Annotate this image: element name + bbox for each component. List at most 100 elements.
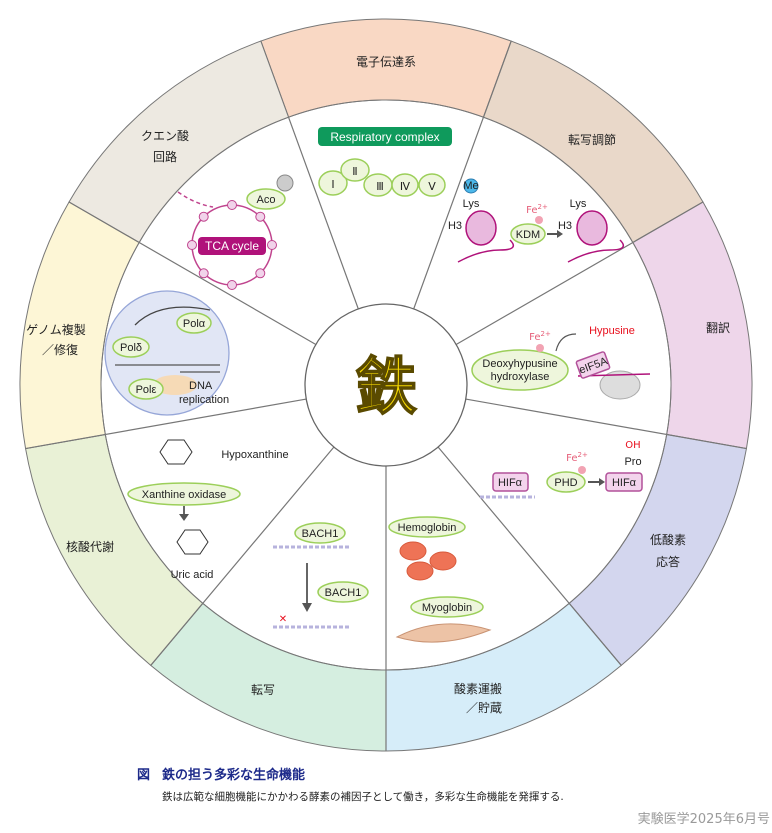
block-x-icon: ✕: [279, 614, 287, 625]
eif5a-box: [575, 351, 611, 379]
source-credit: 実験医学2025年6月号: [638, 811, 770, 827]
dna-label: DNA: [189, 380, 213, 392]
hemoglobin-label: Hemoglobin: [398, 522, 457, 534]
red-blood-cell: [429, 551, 457, 571]
center-iron-label: 鉄: [355, 350, 417, 423]
tca-panel: TCA cycle Aco: [177, 174, 294, 290]
pol-alpha-label: Polα: [183, 318, 206, 330]
hif-label-1: HIFα: [498, 477, 523, 489]
phd-enzyme: [546, 471, 586, 493]
hypusine-panel: Deoxyhypusine hydroxylase Fe2+ Hypusine …: [471, 325, 651, 400]
arrowhead-icon: [302, 603, 312, 612]
label-electron-transport: 電子伝達系: [356, 55, 416, 69]
xanthine-oxidase-label: Xanthine oxidase: [142, 489, 226, 501]
complex-1: [318, 170, 348, 196]
bach1-badge-2: [317, 581, 369, 603]
muscle-fiber-icon: [395, 623, 492, 643]
tca-nodes: [187, 200, 277, 290]
sector-divider: [455, 201, 704, 346]
iron-sulfur-cluster-icon: [276, 174, 294, 192]
complex-4-label: Ⅳ: [400, 181, 411, 193]
label-tca-1: クエン酸: [141, 128, 189, 143]
sector-divider: [437, 446, 622, 666]
tca-intermediate-node: [187, 240, 197, 250]
figure-title: 鉄の担う多彩な生命機能: [162, 767, 305, 783]
phd-label: PHD: [554, 477, 577, 489]
red-blood-cell: [406, 561, 434, 581]
lys-label-1: Lys: [463, 198, 480, 210]
sector-divider: [465, 398, 747, 450]
label-oxygen-1: 酸素運搬: [454, 681, 502, 696]
complex-5: [418, 173, 446, 197]
hif-panel: HIFα PHD Fe2+ HIFα Pro OH: [480, 440, 643, 499]
tca-badge: [198, 237, 266, 255]
uric-acid-label: Uric acid: [171, 569, 214, 581]
methyl-icon: [463, 178, 479, 194]
bach1-panel: BACH1 BACH1 ✕: [273, 522, 369, 629]
label-hypoxia-1: 低酸素: [650, 532, 686, 547]
figure-caption: 図 鉄の担う多彩な生命機能 鉄は広範な細胞機能にかかわる酵素の補因子として働き，…: [137, 767, 770, 827]
kdm-enzyme: [510, 223, 546, 245]
tca-dashed-path: [177, 191, 214, 208]
complex-2: [340, 158, 370, 182]
dna-strand-1: [457, 239, 515, 263]
arrowhead-icon: [557, 230, 563, 238]
aco-label: Aco: [257, 194, 276, 206]
sector-divider: [413, 40, 512, 310]
kdm-label: KDM: [516, 229, 540, 241]
arrowhead-icon: [599, 478, 605, 486]
hif-box-1: [492, 472, 529, 492]
respiratory-complex-badge: [318, 127, 452, 146]
pol-delta-badge: [112, 336, 150, 358]
xanthine-oxidase-badge: [127, 482, 241, 506]
arrowhead-icon: [179, 514, 189, 521]
complex-5-label: Ⅴ: [428, 181, 436, 193]
label-transcription-regulation: 転写調節: [568, 132, 616, 147]
sector-band: [632, 201, 753, 450]
dohh-enzyme: [471, 349, 569, 391]
label-nucleic-acid: 核酸代謝: [66, 539, 114, 554]
sector-divider: [150, 446, 335, 666]
tca-intermediate-node: [255, 268, 266, 279]
dna-template-strand: [115, 364, 220, 373]
label-oxygen-2: ／貯蔵: [466, 701, 502, 715]
complex-4: [391, 173, 419, 197]
pol-epsilon-body: [153, 375, 197, 395]
dna-replication-panel: Polα Polδ Polε DNA replication: [104, 290, 230, 416]
fe-dot-icon: [578, 466, 586, 474]
complex-2-label: Ⅱ: [352, 166, 357, 178]
nucleosome-icon-2: [576, 210, 608, 246]
pol-delta-label: Polδ: [120, 342, 142, 354]
hypoxanthine-structure: [159, 439, 193, 465]
hypusine-label: Hypusine: [589, 325, 635, 337]
dohh-label-2: hydroxylase: [491, 371, 550, 383]
sector-band: [385, 602, 622, 752]
tca-intermediate-node: [267, 240, 277, 250]
respiratory-complex-panel: Respiratory complex Ⅰ Ⅱ Ⅲ Ⅳ Ⅴ: [318, 127, 452, 197]
hif-label-2: HIFα: [612, 477, 637, 489]
label-genome-2: ／修復: [42, 342, 78, 357]
sector-divider: [68, 201, 317, 346]
purine-metabolism-panel: Hypoxanthine Xanthine oxidase Uric acid: [127, 439, 289, 581]
tca-intermediate-node: [198, 211, 209, 222]
nucleosome-icon-1: [465, 210, 497, 246]
respiratory-complex-text: Respiratory complex: [330, 130, 439, 144]
pol-alpha-badge: [176, 312, 212, 334]
center-circle: [304, 303, 468, 467]
pol-epsilon-badge: [128, 378, 164, 400]
hypoxanthine-label: Hypoxanthine: [221, 449, 288, 461]
h3-label-2: H3: [558, 220, 572, 232]
tca-intermediate-node: [227, 200, 237, 210]
label-tca-2: 回路: [153, 149, 177, 164]
dohh-label-1: Deoxyhypusine: [482, 358, 557, 370]
myoglobin-label: Myoglobin: [422, 602, 472, 614]
bach1-badge-1: [294, 522, 346, 544]
fe-label-3: Fe2+: [566, 451, 588, 464]
uric-acid-structure: [176, 529, 209, 555]
fe-label-2: Fe2+: [529, 330, 551, 343]
tca-badge-text: TCA cycle: [205, 239, 259, 253]
myoglobin-badge: [410, 596, 484, 618]
hif-box-2: [605, 472, 643, 492]
inner-ring-border: [100, 99, 672, 671]
